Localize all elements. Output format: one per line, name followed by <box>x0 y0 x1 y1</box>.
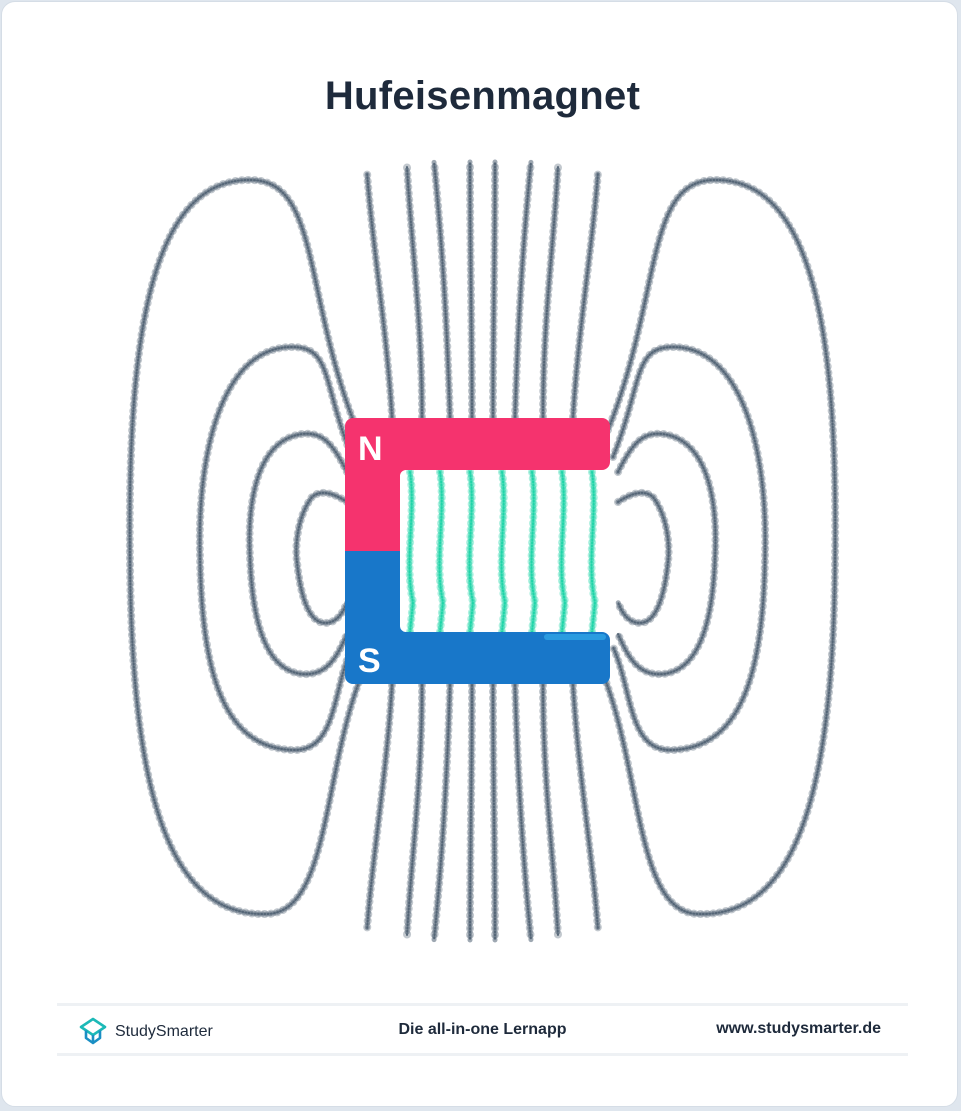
studysmarter-logo[interactable]: StudySmarter <box>77 1016 213 1048</box>
footer: StudySmarter Die all-in-one Lernapp www.… <box>57 1006 908 1054</box>
magnet-highlight <box>544 634 606 640</box>
horseshoe-magnet: N S <box>345 418 610 684</box>
field-lines <box>125 158 840 944</box>
website-link[interactable]: www.studysmarter.de <box>716 1020 881 1037</box>
brand-name: StudySmarter <box>115 1023 213 1040</box>
footer-divider-top <box>57 1003 908 1006</box>
inner-field-lines <box>405 468 600 636</box>
north-label: N <box>358 430 383 468</box>
north-pole <box>345 418 610 551</box>
south-label: S <box>358 642 381 680</box>
south-pole <box>345 551 610 684</box>
studysmarter-logo-icon <box>79 1017 107 1045</box>
footer-divider-bottom <box>57 1053 908 1056</box>
magnetic-field-diagram: N S <box>125 158 840 944</box>
page-title: Hufeisenmagnet <box>324 74 641 118</box>
tagline: Die all-in-one Lernapp <box>398 1021 567 1038</box>
